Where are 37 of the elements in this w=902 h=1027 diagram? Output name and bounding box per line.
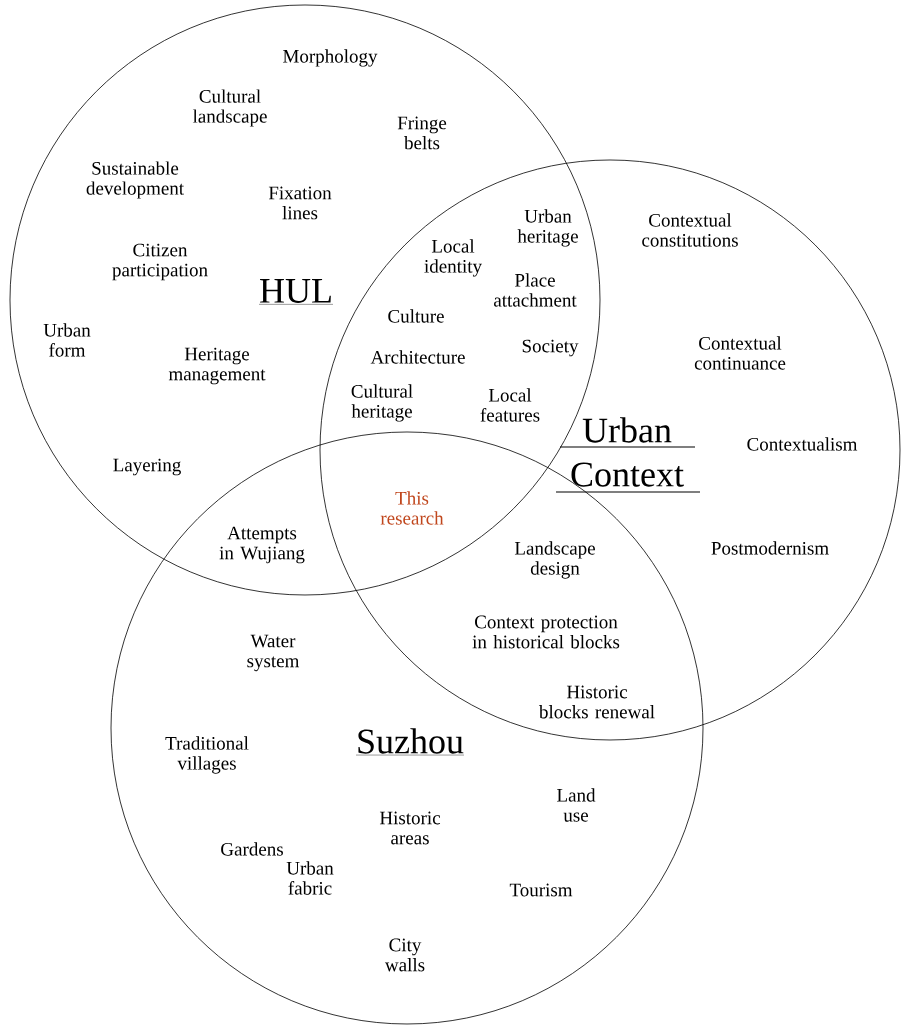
term-label: Land use — [557, 788, 596, 822]
term-label: Local identity — [424, 239, 482, 277]
term-label: Water system — [247, 634, 300, 672]
term-label: Postmodernism — [711, 541, 829, 555]
term-label: Sustainable development — [86, 161, 184, 199]
term-label: Contextual constitutions — [642, 213, 738, 247]
term-label: Tourism — [509, 883, 573, 897]
term-label: Heritage management — [168, 347, 266, 385]
term-label: Architecture — [370, 350, 465, 364]
term-label: Culture — [388, 309, 444, 323]
term-label: Urban form — [43, 323, 91, 357]
term-label: Contextual continuance — [694, 336, 786, 370]
term-label: Context protection in historical blocks — [472, 615, 620, 649]
term-label: Society — [522, 339, 579, 357]
term-label: Urban heritage — [517, 209, 578, 247]
term-label: Urban fabric — [286, 861, 334, 895]
term-label: Cultural heritage — [351, 384, 413, 422]
term-label: Cultural landscape — [192, 89, 267, 127]
term-label: This research — [380, 491, 444, 525]
term-label: Local features — [480, 388, 540, 422]
circle-heading: Suzhou — [355, 728, 465, 756]
term-label: Gardens — [221, 842, 283, 856]
term-label: Historic areas — [379, 811, 440, 845]
term-label: Morphology — [283, 49, 378, 67]
term-label: Fringe belts — [397, 116, 447, 150]
circle-heading: Urban Context — [555, 417, 701, 493]
term-label: Historic blocks renewal — [538, 685, 655, 719]
term-label: Citizen participation — [112, 243, 208, 281]
circle-heading: HUL — [258, 279, 334, 305]
term-label: Fixation lines — [268, 186, 332, 220]
term-label: Layering — [113, 458, 181, 476]
term-label: Contextualism — [747, 437, 858, 451]
term-label: Attempts in Wujiang — [219, 526, 305, 564]
term-label: Landscape design — [514, 541, 595, 579]
term-label: Traditional villages — [165, 736, 249, 774]
term-label: City walls — [384, 938, 425, 972]
term-label: Place attachment — [494, 273, 577, 307]
